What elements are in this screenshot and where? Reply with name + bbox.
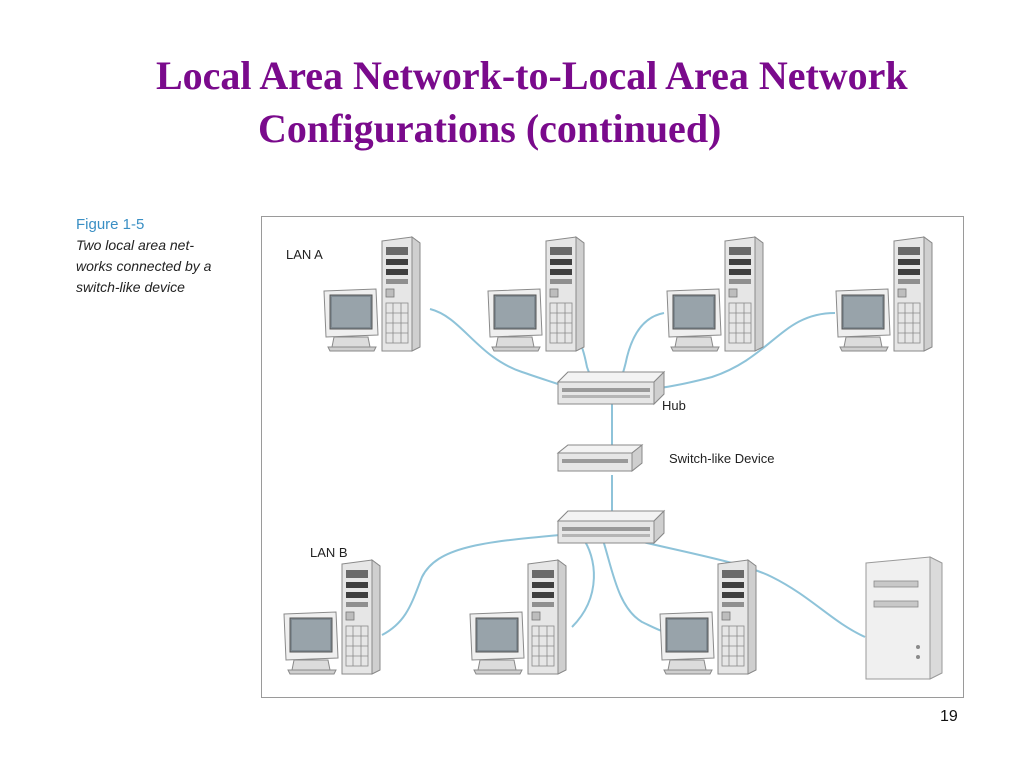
network-diagram: LAN A LAN B Hub Switch-like Device	[261, 216, 964, 698]
slide-title-line-1: Local Area Network-to-Local Area Network	[156, 53, 908, 98]
figure-caption-text: Two local area net- works connected by a…	[76, 235, 256, 298]
lan-b-computer-2	[469, 559, 567, 675]
network-cables	[381, 308, 866, 638]
caption-line-2: works connected by a	[76, 258, 212, 274]
caption-line-1: Two local area net-	[76, 237, 195, 253]
hub-b	[557, 510, 665, 544]
switch-like-device	[556, 443, 644, 473]
figure-caption: Figure 1-5 Two local area net- works con…	[76, 215, 256, 298]
lan-b-computer-1	[283, 559, 381, 675]
figure-label: Figure 1-5	[76, 216, 145, 233]
lan-a-computer-1	[323, 236, 421, 352]
lan-a-computer-2	[487, 236, 585, 352]
hub-a	[557, 371, 665, 405]
network-diagram-canvas: LAN A LAN B Hub Switch-like Device	[283, 236, 943, 680]
lan-b-computer-3	[659, 559, 757, 675]
slide-title-line-2: Configurations (continued)	[258, 106, 722, 151]
caption-line-3: switch-like device	[76, 279, 185, 295]
page-number: 19	[940, 708, 958, 725]
switch-label: Switch-like Device	[669, 451, 774, 466]
lan-a-computer-3	[666, 236, 764, 352]
lan-b-server	[865, 556, 943, 680]
lan-a-label: LAN A	[286, 247, 323, 262]
lan-b-label: LAN B	[310, 545, 348, 560]
lan-a-computer-4	[835, 236, 933, 352]
hub-label: Hub	[662, 398, 686, 413]
